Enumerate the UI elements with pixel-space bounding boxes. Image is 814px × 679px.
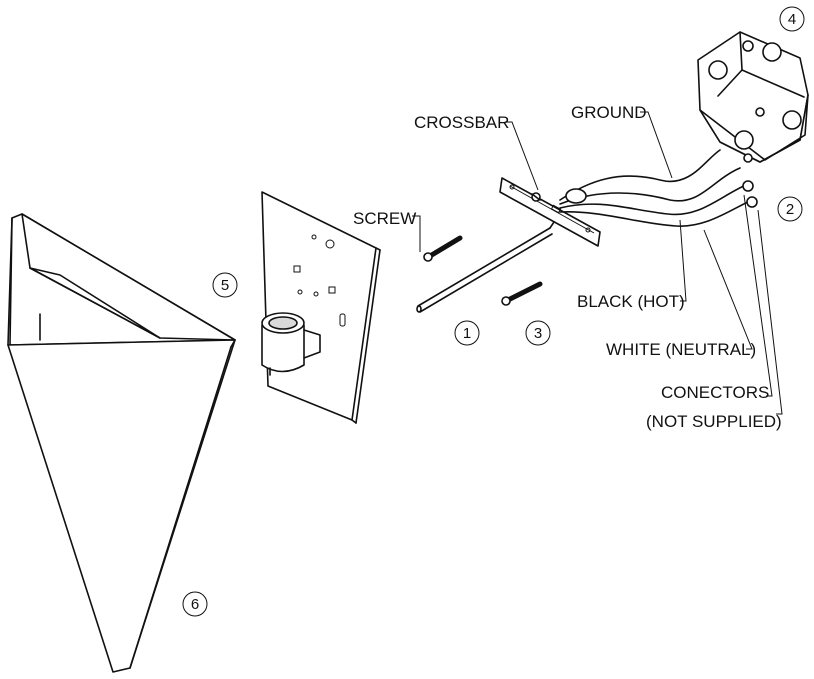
callout-1: 1 xyxy=(454,320,480,346)
leader-lines xyxy=(412,111,783,415)
crossbar-label: CROSSBAR xyxy=(414,113,509,132)
callout-2: 2 xyxy=(777,196,803,222)
backplate-part-5 xyxy=(261,191,381,424)
callout-4-number: 4 xyxy=(788,11,796,28)
black-hot-label: BLACK (HOT) xyxy=(577,292,685,311)
callout-3: 3 xyxy=(525,320,551,346)
ground-label: GROUND xyxy=(571,103,647,122)
connectors-not-supplied-label: (NOT SUPPLIED) xyxy=(646,412,782,431)
callout-4: 4 xyxy=(779,6,805,32)
screw-part-3 xyxy=(501,281,543,306)
junction-box-part-4 xyxy=(697,31,809,163)
crossbar-assembly-part-1 xyxy=(416,177,601,313)
shade-part-6 xyxy=(7,213,236,673)
callout-1-number: 1 xyxy=(463,325,471,342)
white-neutral-label: WHITE (NEUTRAL) xyxy=(606,340,756,359)
screw-label: SCREW xyxy=(353,209,416,228)
callout-6: 6 xyxy=(182,591,208,617)
screw-upper xyxy=(423,235,463,262)
wire-bundle xyxy=(559,149,758,227)
callout-5-number: 5 xyxy=(221,277,229,294)
callout-6-number: 6 xyxy=(191,596,199,613)
callout-2-number: 2 xyxy=(786,201,794,218)
connectors-label: CONECTORS xyxy=(661,383,769,402)
callout-5: 5 xyxy=(212,272,238,298)
callout-3-number: 3 xyxy=(534,325,542,342)
